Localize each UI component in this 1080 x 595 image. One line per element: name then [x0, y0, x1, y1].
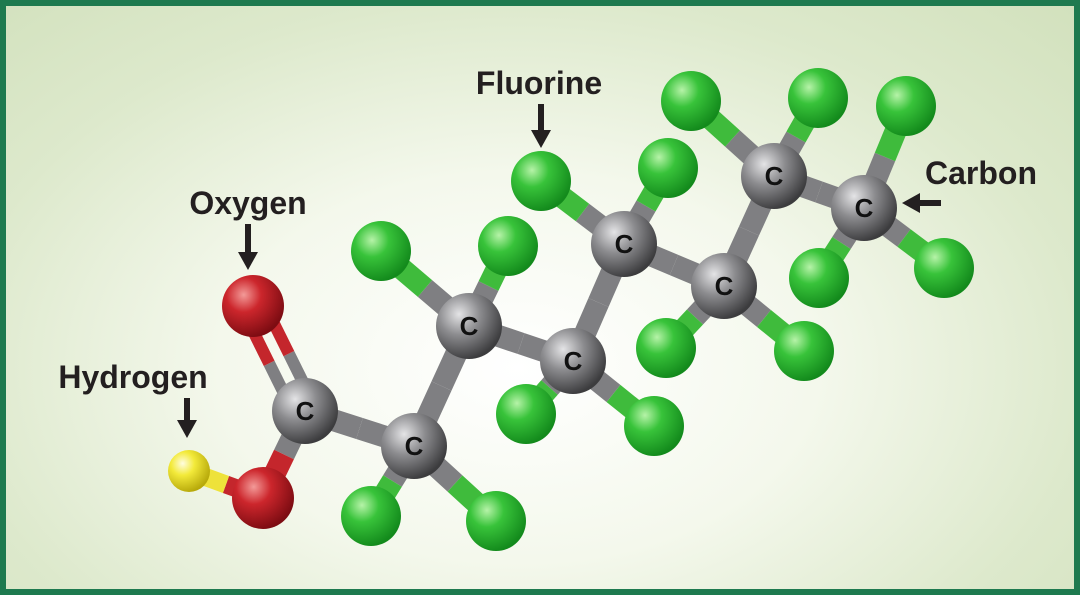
- carbon-atom-symbol: C: [564, 346, 583, 376]
- carbon-atom-symbol: C: [405, 431, 424, 461]
- bonds-layer: [185, 92, 951, 530]
- carbon-atom: [691, 253, 757, 319]
- hydrogen-arrow-head: [177, 420, 197, 438]
- fluorine-atom: [638, 138, 698, 198]
- carbon-atom-symbol: C: [855, 193, 874, 223]
- carbon-label: Carbon: [925, 155, 1037, 191]
- fluorine-atom: [341, 486, 401, 546]
- fluorine-atom: [636, 318, 696, 378]
- fluorine-atom: [511, 151, 571, 211]
- carbon-atom-symbol: C: [715, 271, 734, 301]
- carbon-arrow-head: [902, 193, 920, 213]
- carbon-atom-symbol: C: [296, 396, 315, 426]
- carbon-atom: [381, 413, 447, 479]
- carbon-atom: [831, 175, 897, 241]
- carbon-atom: [272, 378, 338, 444]
- fluorine-atom: [661, 71, 721, 131]
- fluorine-atom: [496, 384, 556, 444]
- carbon-atom: [741, 143, 807, 209]
- label-arrows: [177, 104, 941, 438]
- fluorine-arrow-head: [531, 130, 551, 148]
- fluorine-atom: [876, 76, 936, 136]
- fluorine-atom: [466, 491, 526, 551]
- fluorine-atom: [914, 238, 974, 298]
- carbon-atom: [436, 293, 502, 359]
- fluorine-atom: [774, 321, 834, 381]
- oxygen-arrow-head: [238, 252, 258, 270]
- fluorine-atom: [789, 248, 849, 308]
- carbon-atom-symbol: C: [765, 161, 784, 191]
- fluorine-atom: [351, 221, 411, 281]
- molecule-diagram: C C C C C C C C Fluorine Oxygen Hydrogen Carbon: [58, 65, 1037, 551]
- carbon-atom-symbol: C: [615, 229, 634, 259]
- oxygen-label: Oxygen: [189, 185, 306, 221]
- fluorine-atom: [788, 68, 848, 128]
- fluorine-atom: [478, 216, 538, 276]
- atoms-layer: C C C C C C C C: [168, 68, 974, 551]
- fluorine-atom: [624, 396, 684, 456]
- carbon-atom-symbol: C: [460, 311, 479, 341]
- carbon-atom: [591, 211, 657, 277]
- oxygen-atom: [222, 275, 284, 337]
- fluorine-label: Fluorine: [476, 65, 602, 101]
- carbon-atom: [540, 328, 606, 394]
- hydrogen-label: Hydrogen: [58, 359, 207, 395]
- oxygen-atom: [232, 467, 294, 529]
- hydrogen-atom: [168, 450, 210, 492]
